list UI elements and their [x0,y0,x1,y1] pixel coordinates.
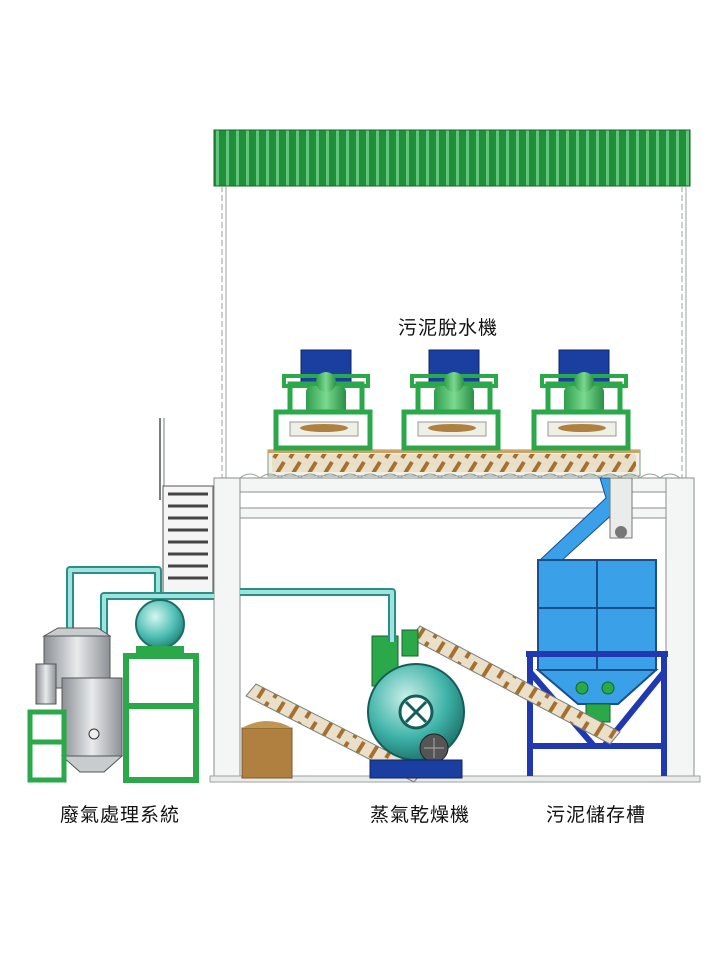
sludge-storage-label: 污泥儲存槽 [546,804,647,826]
roof-canopy [213,129,691,478]
dewatering-machine-label: 污泥脫水機 [398,317,499,339]
dewatering-unit-3 [531,349,631,451]
blower-stand [123,599,199,783]
pipes [66,566,396,642]
storage-tank [526,559,668,776]
steam-dryer [367,635,465,779]
scrubber-tower [27,627,124,783]
screw-conveyor-upper [401,625,621,745]
support-structure [209,477,701,783]
dewatering-unit-2 [401,349,501,451]
exhaust-treatment-label: 廢氣處理系統 [60,804,181,826]
dewatering-unit-1 [273,349,373,451]
discharge-bin [241,721,293,779]
dewatering-conveyor [239,449,681,479]
ladder [159,418,214,595]
steam-dryer-label: 蒸氣乾燥機 [370,804,471,826]
